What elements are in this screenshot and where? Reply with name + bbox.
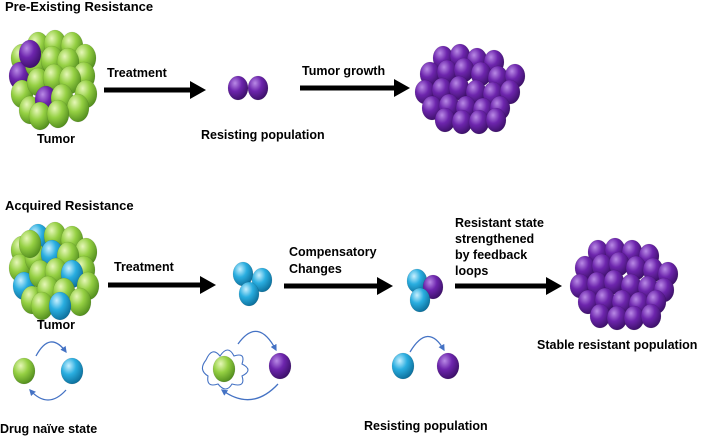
resistant-state-line-4: loops [455, 264, 489, 278]
naive-loop-top [35, 341, 67, 357]
resistant-state-line-2: strengthened [455, 232, 535, 246]
grown-tumor-cell [485, 107, 507, 133]
acq-tumor-cell [18, 229, 42, 259]
tumor-growth-arrow-head [394, 79, 410, 97]
treated-cell [251, 267, 273, 293]
pre-tumor-cell [66, 93, 90, 123]
middle-loop-bottom [220, 383, 279, 401]
stress-squiggle [201, 349, 249, 390]
acq-tumor-cell [68, 287, 92, 317]
pre-resisting-label: Resisting population [201, 128, 325, 142]
acq-resisting-label: Resisting population [364, 419, 488, 433]
naive-cell [12, 357, 36, 385]
pre-tumor-cell [18, 39, 42, 69]
acq-treatment-label: Treatment [114, 260, 174, 274]
pre-tumor-cell [46, 99, 70, 129]
resistant-state-arrow-head [546, 277, 562, 295]
middle-loop-cell [268, 352, 292, 380]
drug-naive-label: Drug naïve state [0, 422, 98, 436]
pre-treatment-label: Treatment [107, 66, 167, 80]
stable-resistant-label: Stable resistant population [537, 338, 698, 352]
acq-treatment-arrow-head [200, 276, 216, 294]
middle-loop-cell [212, 355, 236, 383]
resistant-state-line-1: Resistant state [455, 216, 544, 230]
acq-tumor-label: Tumor [37, 318, 75, 332]
tumor-growth-label: Tumor growth [302, 64, 386, 78]
pre-resisting-cell [247, 75, 269, 101]
right-loop-cell [391, 352, 415, 380]
middle-loop-top [237, 330, 277, 352]
pre-treatment-arrow-head [190, 81, 206, 99]
resistant-state-line-3: by feedback [455, 248, 528, 262]
right-loop-top [409, 335, 445, 353]
stable-cell [640, 303, 662, 329]
compensated-cell [409, 287, 431, 313]
naive-cell [60, 357, 84, 385]
treated-cell [238, 281, 260, 307]
compensatory-label-line2: Changes [289, 262, 342, 276]
pre-resisting-cell [227, 75, 249, 101]
compensatory-arrow-head [377, 277, 393, 295]
pre-existing-heading: Pre-Existing Resistance [5, 0, 154, 14]
compensatory-label-line1: Compensatory [289, 245, 377, 259]
acq-tumor-cell [48, 291, 72, 321]
naive-loop-bottom [29, 389, 67, 401]
pre-tumor-label: Tumor [37, 132, 75, 146]
acquired-heading: Acquired Resistance [5, 198, 134, 213]
right-loop-cell [436, 352, 460, 380]
